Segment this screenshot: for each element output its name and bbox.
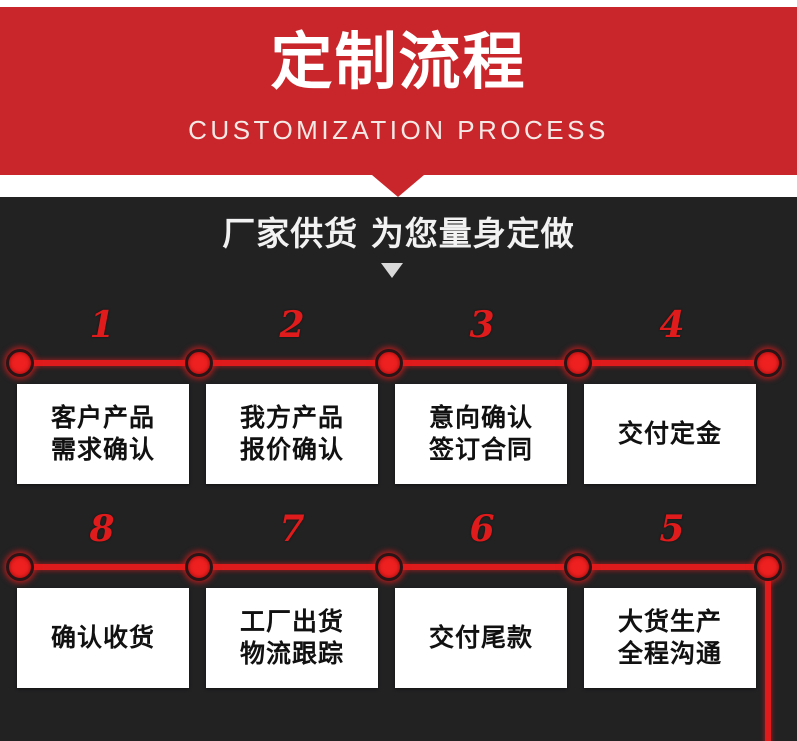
flow-node-dot [6, 553, 34, 581]
step-number-4: 4 [659, 304, 685, 346]
flow-node-dot [375, 349, 403, 377]
flow-step-label: 大货生产 全程沟通 [617, 607, 722, 668]
step-number-7: 7 [279, 508, 305, 550]
flow-step-box[interactable]: 交付尾款 [395, 588, 567, 688]
flow-step-label: 交付定金 [617, 419, 722, 448]
row-2-numbers: 8 7 6 5 [0, 508, 797, 552]
header-band: 定制流程 CUSTOMIZATION PROCESS [0, 7, 797, 175]
step-number-3: 3 [469, 304, 495, 346]
step-number-2: 2 [279, 304, 305, 346]
down-triangle-small-icon [381, 263, 403, 278]
flow-node-dot [375, 553, 403, 581]
flow-node-dot [185, 349, 213, 377]
flow-node-dot [185, 553, 213, 581]
flow-step-box[interactable]: 工厂出货 物流跟踪 [206, 588, 378, 688]
step-number-1: 1 [89, 304, 115, 346]
flow-node-dot [754, 349, 782, 377]
flow-node-dot [6, 349, 34, 377]
flow-step-box[interactable]: 确认收货 [17, 588, 189, 688]
step-number-8: 8 [89, 508, 115, 550]
step-number-5: 5 [659, 508, 685, 550]
row-1-numbers: 1 2 3 4 [0, 304, 797, 348]
row-connector-vertical [765, 560, 771, 741]
page-subtitle: CUSTOMIZATION PROCESS [188, 115, 609, 145]
flow-step-label: 工厂出货 物流跟踪 [239, 607, 344, 668]
flow-step-box[interactable]: 我方产品 报价确认 [206, 384, 378, 484]
step-number-6: 6 [469, 508, 495, 550]
top-white-sliver [0, 0, 797, 7]
flow-step-box[interactable]: 大货生产 全程沟通 [584, 588, 756, 688]
flow-step-label: 意向确认 签订合同 [428, 403, 533, 464]
page-title: 定制流程 [270, 25, 527, 98]
flow-body: 厂家供货 为您量身定做 1 2 3 4 客户产品 需求确认 我方产品 报价确认 … [0, 197, 797, 741]
flow-node-dot [754, 553, 782, 581]
flow-step-label: 我方产品 报价确认 [239, 403, 344, 464]
flow-step-box[interactable]: 客户产品 需求确认 [17, 384, 189, 484]
flow-step-label: 客户产品 需求确认 [50, 403, 155, 464]
flow-step-label: 确认收货 [50, 623, 155, 652]
flow-step-label: 交付尾款 [428, 623, 533, 652]
down-triangle-icon [372, 175, 424, 197]
flow-node-dot [564, 553, 592, 581]
flow-step-box[interactable]: 意向确认 签订合同 [395, 384, 567, 484]
slogan-text: 厂家供货 为您量身定做 [222, 214, 575, 253]
flow-step-box[interactable]: 交付定金 [584, 384, 756, 484]
flow-node-dot [564, 349, 592, 377]
